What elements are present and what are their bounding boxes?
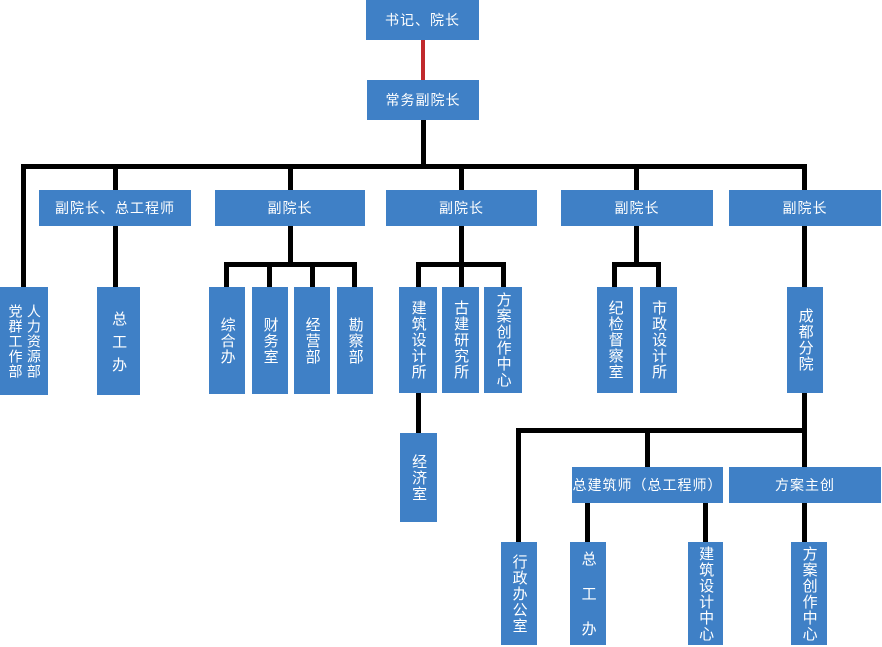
connector-line (612, 262, 617, 287)
connector-line (585, 503, 590, 542)
node-label: 经济室 (410, 453, 428, 502)
node-label: 总建筑师（总工程师） (572, 477, 723, 493)
node-vp-admin[interactable]: 副院长 (215, 190, 365, 226)
node-label: 综合办 (218, 316, 236, 365)
node-architectural-design-center[interactable]: 建筑设计中心 (688, 542, 723, 645)
connector-line (459, 164, 464, 190)
node-survey-dept[interactable]: 勘察部 (337, 287, 373, 394)
node-vp-chief-engineer[interactable]: 副院长、总工程师 (39, 190, 191, 226)
connector-line (802, 393, 807, 433)
node-architectural-design-institute[interactable]: 建筑设计所 (399, 287, 437, 393)
connector-line (113, 164, 118, 190)
node-label: 副院长 (782, 200, 828, 216)
node-chief-engineer-office[interactable]: 总工办 (97, 287, 140, 395)
node-label: 人力资源部 (25, 303, 42, 379)
node-general-affairs-office[interactable]: 综合办 (209, 287, 245, 394)
node-scheme-creation-center[interactable]: 方案创作中心 (484, 287, 522, 393)
node-label: 成都分院 (796, 308, 814, 372)
connector-line (516, 428, 521, 542)
node-municipal-design-institute[interactable]: 市政设计所 (640, 287, 677, 393)
node-label: 经营部 (303, 316, 321, 365)
connector-line (802, 503, 807, 542)
connector-line (416, 262, 421, 287)
connector-line (224, 262, 357, 267)
connector-line (224, 262, 229, 287)
connector-line (656, 262, 661, 287)
connector-line (516, 428, 807, 433)
node-label: 古建研究所 (452, 300, 470, 380)
connector-line (634, 226, 639, 262)
connector-line (501, 262, 506, 287)
connector-line (113, 226, 118, 287)
node-chengdu-branch[interactable]: 成都分院 (787, 287, 823, 393)
connector-line (634, 164, 639, 190)
node-label: 方案主创 (775, 477, 835, 493)
node-label: 建筑设计所 (409, 300, 427, 380)
node-party-mass-and-hr-dept[interactable]: 党群工作部 人力资源部 (0, 287, 48, 395)
connector-line (288, 226, 293, 262)
node-scheme-lead[interactable]: 方案主创 (729, 467, 881, 503)
node-label: 总工办 (110, 310, 128, 380)
connector-line (421, 120, 426, 169)
node-label: 副院长、总工程师 (55, 200, 175, 216)
node-label: 方案创作中心 (800, 545, 818, 642)
node-label: 纪检督察室 (606, 300, 624, 380)
connector-line (267, 262, 272, 287)
connector-line (703, 503, 708, 542)
connector-line (288, 164, 293, 190)
connector-line (802, 226, 807, 287)
node-branch-scheme-creation-center[interactable]: 方案创作中心 (791, 542, 827, 645)
node-label: 副院长 (267, 200, 313, 216)
connector-line (21, 164, 26, 287)
node-label: 市政设计所 (650, 300, 668, 380)
connector-line (352, 262, 357, 287)
node-label: 勘察部 (346, 316, 364, 365)
connector-line (802, 428, 807, 467)
node-label: 总工办 (579, 551, 597, 647)
node-label: 行政办公室 (510, 553, 528, 634)
node-label: 建筑设计中心 (697, 545, 715, 642)
node-label: 党群工作部 (7, 303, 24, 379)
node-label: 副院长 (439, 200, 484, 216)
node-label: 副院长 (614, 200, 660, 216)
node-vp-discipline[interactable]: 副院长 (561, 190, 713, 226)
node-label: 方案创作中心 (494, 292, 512, 388)
node-vp-branch[interactable]: 副院长 (729, 190, 881, 226)
node-vp-design[interactable]: 副院长 (386, 190, 537, 226)
node-label: 常务副院长 (385, 92, 461, 108)
node-business-dept[interactable]: 经营部 (294, 287, 330, 394)
connector-line (416, 393, 421, 433)
node-chief-architect[interactable]: 总建筑师（总工程师） (572, 467, 723, 503)
node-admin-office[interactable]: 行政办公室 (501, 542, 537, 645)
connector-line (21, 164, 807, 169)
node-label: 财务室 (261, 316, 279, 365)
node-label: 书记、院长 (385, 12, 460, 28)
connector-line (802, 164, 807, 190)
node-finance-office[interactable]: 财务室 (252, 287, 288, 394)
node-economy-office[interactable]: 经济室 (400, 433, 437, 522)
node-executive-vice-dean[interactable]: 常务副院长 (367, 80, 479, 120)
connector-line (645, 428, 650, 467)
connector-line (459, 262, 464, 287)
connector-line (612, 262, 661, 267)
node-discipline-inspection-office[interactable]: 纪检督察室 (597, 287, 633, 393)
node-branch-chief-engineer-office[interactable]: 总工办 (570, 542, 606, 647)
node-ancient-architecture-institute[interactable]: 古建研究所 (442, 287, 479, 393)
connector-line (310, 262, 315, 287)
connector-line (459, 226, 464, 262)
node-secretary-dean[interactable]: 书记、院长 (366, 0, 479, 40)
connector-line-red (421, 40, 425, 82)
